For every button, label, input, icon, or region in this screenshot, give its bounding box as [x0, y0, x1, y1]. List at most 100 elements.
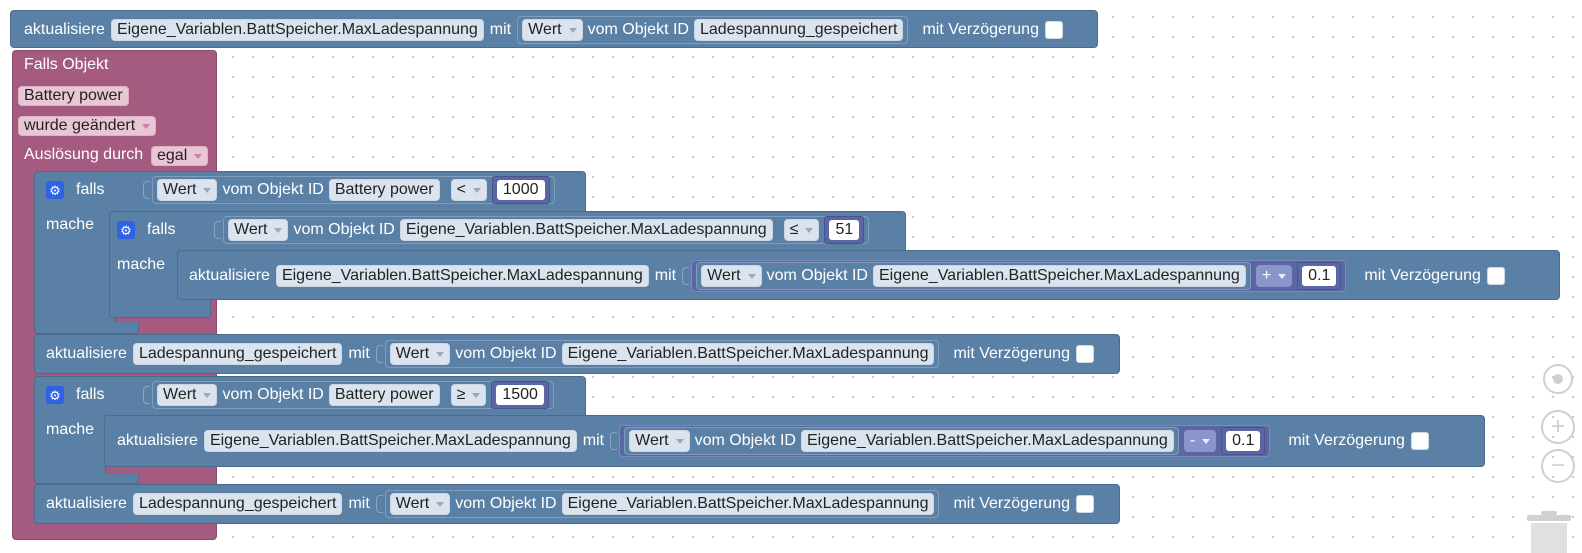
- object-id-field[interactable]: Eigene_Variablen.BattSpeicher.MaxLadespa…: [800, 430, 1174, 452]
- if-block-2-spine: [109, 250, 179, 298]
- with-label: mit: [654, 267, 677, 284]
- if-block-3-spine: [34, 415, 106, 475]
- input-connector: [143, 181, 150, 199]
- input-connector: [682, 267, 690, 285]
- value-dropdown[interactable]: Wert: [228, 219, 289, 241]
- gear-icon[interactable]: ⚙: [46, 386, 64, 404]
- of-object-label: vom Objekt ID: [587, 21, 689, 38]
- if3-compare-block[interactable]: Wert vom Objekt ID Battery power ≥ 1500: [152, 381, 554, 409]
- math-operator-dropdown[interactable]: -: [1183, 430, 1217, 452]
- number-block[interactable]: 0.1: [1221, 427, 1266, 455]
- value-of-object-block[interactable]: Wert vom Objekt ID Eigene_Variablen.Batt…: [624, 427, 1179, 455]
- update-target-field[interactable]: Ladespannung_gespeichert: [132, 343, 343, 365]
- object-id-field[interactable]: Eigene_Variablen.BattSpeicher.MaxLadespa…: [399, 219, 773, 241]
- update-target-field[interactable]: Eigene_Variablen.BattSpeicher.MaxLadespa…: [203, 430, 577, 452]
- delay-checkbox[interactable]: [1075, 345, 1094, 363]
- update-target-field[interactable]: Ladespannung_gespeichert: [132, 493, 343, 515]
- of-object-label: vom Objekt ID: [455, 495, 557, 512]
- number-block[interactable]: 0.1: [1297, 262, 1342, 290]
- of-object-label: vom Objekt ID: [694, 432, 796, 449]
- if2-condition: Wert vom Objekt ID Eigene_Variablen.Batt…: [214, 216, 875, 244]
- of-object-label: vom Objekt ID: [222, 181, 324, 198]
- math-block[interactable]: Wert vom Objekt ID Eigene_Variablen.Batt…: [619, 425, 1271, 457]
- number-field[interactable]: 51: [829, 220, 860, 240]
- if-block-1-foot: [34, 322, 139, 334]
- if1-falls-label: falls: [76, 181, 105, 198]
- top-update-row: aktualisiere Eigene_Variablen.BattSpeich…: [24, 16, 1069, 44]
- number-field[interactable]: 0.1: [1226, 431, 1261, 451]
- trigger-by-dropdown[interactable]: egal: [151, 146, 209, 166]
- number-field[interactable]: 1000: [496, 180, 545, 200]
- plus-icon[interactable]: +: [1541, 410, 1575, 444]
- math-block[interactable]: Wert vom Objekt ID Eigene_Variablen.Batt…: [691, 260, 1347, 292]
- delay-label: mit Verzögerung: [953, 345, 1070, 362]
- number-block[interactable]: 1000: [491, 176, 550, 204]
- value-of-object-block[interactable]: Wert vom Objekt ID Eigene_Variablen.Batt…: [696, 262, 1251, 290]
- trash-icon[interactable]: [1527, 511, 1571, 553]
- gear-icon[interactable]: ⚙: [46, 181, 64, 199]
- number-block[interactable]: 1500: [491, 381, 549, 409]
- update-label: aktualisiere: [24, 21, 105, 38]
- operator-dropdown[interactable]: ≥: [450, 384, 487, 406]
- update-target-field[interactable]: Eigene_Variablen.BattSpeicher.MaxLadespa…: [110, 19, 484, 41]
- if2-falls-label: falls: [147, 221, 176, 238]
- target-icon[interactable]: [1543, 364, 1573, 394]
- value-dropdown[interactable]: Wert: [629, 430, 690, 452]
- delay-checkbox[interactable]: [1044, 21, 1063, 39]
- update-label: aktualisiere: [46, 345, 127, 362]
- if3-falls-label: falls: [76, 386, 105, 403]
- math-operator-dropdown[interactable]: +: [1255, 265, 1293, 287]
- if1-compare-block[interactable]: Wert vom Objekt ID Battery power < 1000: [152, 176, 555, 204]
- object-id-field[interactable]: Battery power: [328, 384, 440, 406]
- input-connector: [375, 345, 383, 363]
- value-of-object-block[interactable]: Wert vom Objekt ID Ladespannung_gespeich…: [517, 16, 909, 44]
- value-dropdown[interactable]: Wert: [701, 265, 762, 287]
- operator-dropdown[interactable]: ≤: [783, 219, 820, 241]
- object-id-field[interactable]: Battery power: [328, 179, 440, 201]
- delay-checkbox[interactable]: [1410, 432, 1429, 450]
- object-id-field[interactable]: Ladespannung_gespeichert: [693, 19, 904, 41]
- object-id-field[interactable]: Eigene_Variablen.BattSpeicher.MaxLadespa…: [561, 343, 935, 365]
- with-label: mit: [348, 345, 370, 362]
- value-of-object-block[interactable]: Wert vom Objekt ID Eigene_Variablen.Batt…: [384, 490, 940, 518]
- of-object-label: vom Objekt ID: [222, 386, 324, 403]
- gear-icon[interactable]: ⚙: [117, 221, 135, 239]
- minus-icon[interactable]: −: [1541, 449, 1575, 483]
- value-dropdown[interactable]: Wert: [157, 384, 218, 406]
- if1-mache-label: mache: [46, 216, 95, 233]
- input-connector: [375, 495, 383, 513]
- trigger-condition-dropdown[interactable]: wurde geändert: [18, 116, 157, 136]
- trigger-by-label: Auslösung durch: [24, 146, 144, 163]
- number-block[interactable]: 51: [824, 216, 865, 244]
- object-id-field[interactable]: Eigene_Variablen.BattSpeicher.MaxLadespa…: [561, 493, 935, 515]
- if-block-2-foot: [109, 298, 211, 318]
- delay-label: mit Verzögerung: [953, 495, 1070, 512]
- upd-inner2-row: aktualisiere Eigene_Variablen.BattSpeich…: [117, 425, 1435, 457]
- value-dropdown[interactable]: Wert: [522, 19, 583, 41]
- value-of-object-block[interactable]: Wert vom Objekt ID Eigene_Variablen.Batt…: [384, 340, 940, 368]
- upd-save2-row: aktualisiere Ladespannung_gespeichert mi…: [46, 490, 1100, 518]
- number-field[interactable]: 1500: [496, 385, 544, 405]
- if3-condition: Wert vom Objekt ID Battery power ≥ 1500: [143, 381, 560, 409]
- trigger-object-field[interactable]: Battery power: [18, 86, 129, 106]
- delay-label: mit Verzögerung: [1364, 267, 1481, 284]
- with-label: mit: [582, 432, 605, 449]
- if2-compare-block[interactable]: Wert vom Objekt ID Eigene_Variablen.Batt…: [223, 216, 870, 244]
- delay-checkbox[interactable]: [1486, 267, 1505, 285]
- if2-mache-label: mache: [117, 256, 166, 273]
- number-field[interactable]: 0.1: [1302, 266, 1337, 286]
- with-label: mit: [489, 21, 512, 38]
- value-dropdown[interactable]: Wert: [389, 493, 451, 515]
- value-dropdown[interactable]: Wert: [389, 343, 451, 365]
- with-label: mit: [348, 495, 370, 512]
- object-id-field[interactable]: Eigene_Variablen.BattSpeicher.MaxLadespa…: [872, 265, 1246, 287]
- if-block-1-spine: [34, 210, 116, 323]
- update-target-field[interactable]: Eigene_Variablen.BattSpeicher.MaxLadespa…: [275, 265, 649, 287]
- delay-checkbox[interactable]: [1075, 495, 1094, 513]
- upd-inner1-row: aktualisiere Eigene_Variablen.BattSpeich…: [189, 260, 1511, 292]
- operator-dropdown[interactable]: <: [450, 179, 487, 201]
- input-connector: [214, 221, 221, 239]
- delay-label: mit Verzögerung: [1288, 432, 1405, 449]
- update-label: aktualisiere: [46, 495, 127, 512]
- value-dropdown[interactable]: Wert: [157, 179, 218, 201]
